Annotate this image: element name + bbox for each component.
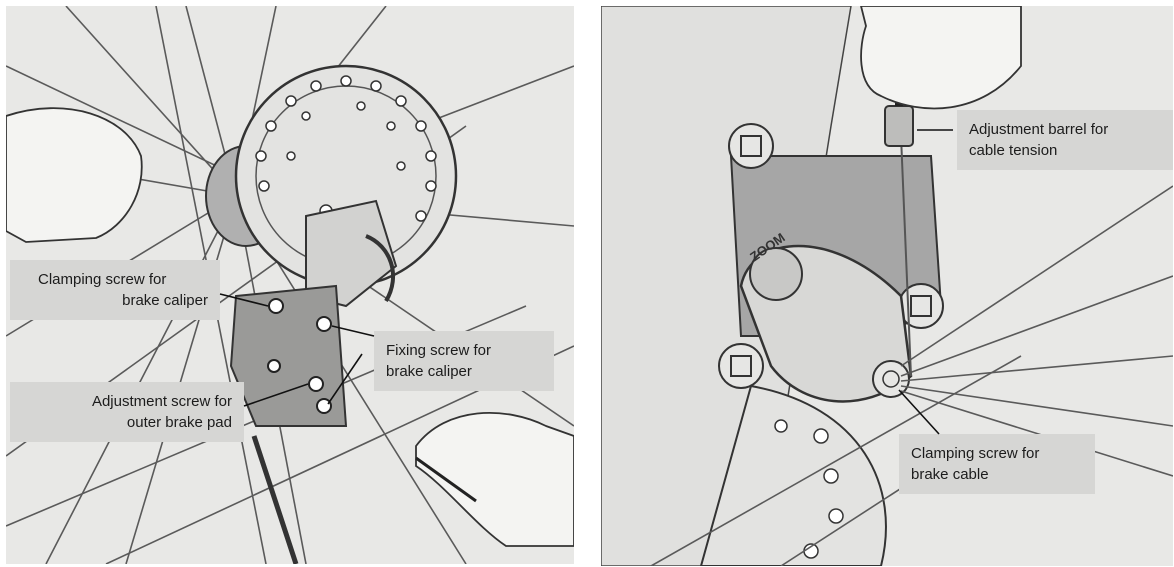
leader-line-clamping-cable xyxy=(899,390,939,434)
leader-line-fixing-caliper-lower xyxy=(328,354,362,404)
right-illustration-panel: ZOOM Adjustment barrel for cable tension xyxy=(601,6,1173,566)
left-illustration-panel: Clamping screw for brake caliper Adjustm… xyxy=(6,6,574,564)
left-leader-lines xyxy=(6,6,574,564)
leader-line-adjustment-pad xyxy=(244,384,308,406)
leader-line-clamping-caliper xyxy=(220,294,268,306)
right-leader-lines xyxy=(601,6,1173,566)
leader-line-fixing-caliper xyxy=(332,326,374,336)
